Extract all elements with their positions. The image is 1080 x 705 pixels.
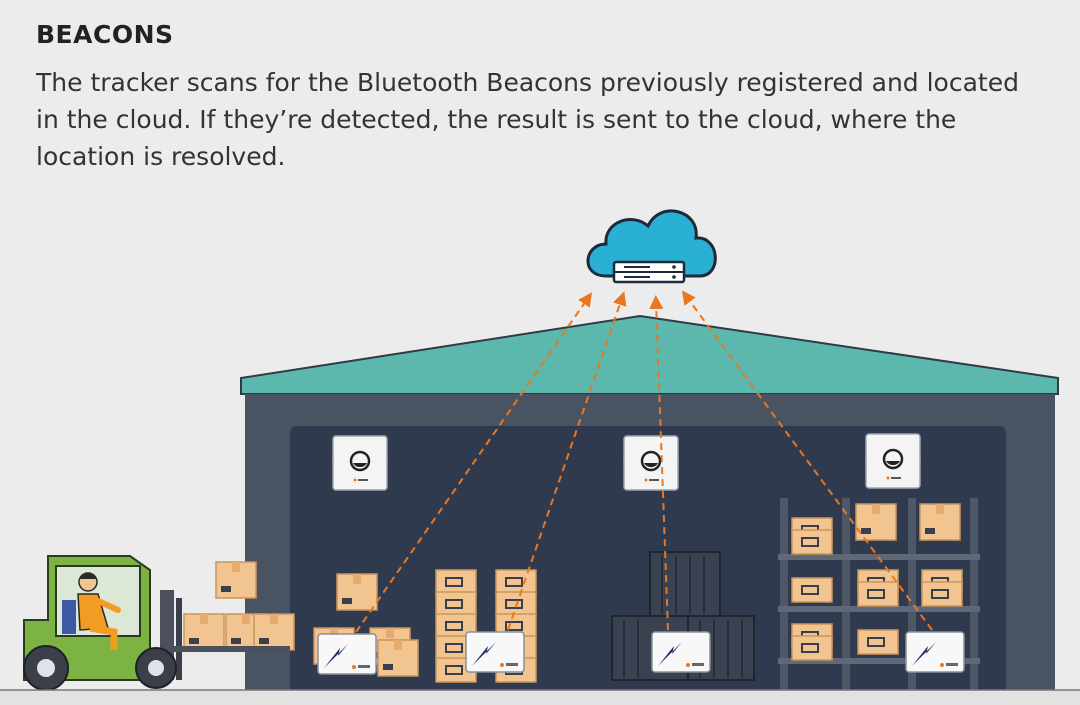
tracker-device-icon: [465, 631, 525, 673]
tracker-device-icon: [905, 631, 965, 673]
section-description: The tracker scans for the Bluetooth Beac…: [36, 68, 1019, 171]
forklift-icon: [23, 555, 290, 691]
tracker-device-icon: [651, 631, 711, 673]
cloud-server-icon: [586, 209, 717, 284]
beacon-device-icon: [331, 434, 389, 492]
ground: [0, 690, 1080, 705]
section-heading: BEACONS: [36, 20, 174, 49]
warehouse-roof: [240, 314, 1059, 395]
beacon-device-icon: [622, 434, 680, 492]
worker-icon: [62, 572, 121, 650]
tracker-device-icon: [317, 633, 377, 675]
signal-paths: [355, 290, 933, 633]
beacon-device-icon: [864, 432, 922, 490]
